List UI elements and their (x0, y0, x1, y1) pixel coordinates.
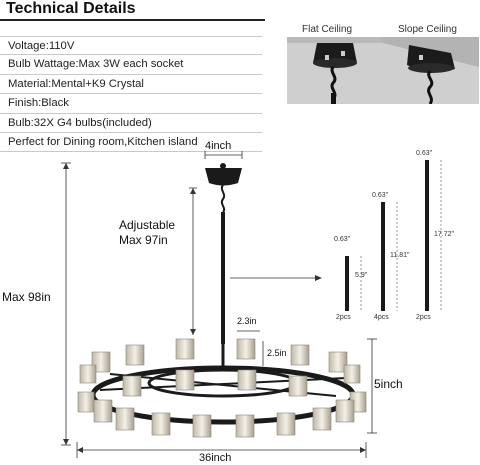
rod-2-qty: 4pcs (374, 314, 389, 321)
spec-bulb: Bulb:32X G4 bulbs(included) (0, 114, 262, 133)
adjustable-label: Adjustable (119, 218, 176, 232)
spec-bulb-wattage: Bulb Wattage:Max 3W each socket (0, 55, 262, 75)
diameter-label: 36inch (199, 452, 232, 464)
spec-usage: Perfect for Dining room,Kitchen island (0, 133, 262, 153)
rod-3-diameter: 0.63" (416, 150, 433, 157)
rod-1-diameter: 0.63" (334, 236, 351, 243)
spec-table: Voltage:110V Bulb Wattage:Max 3W each so… (0, 36, 262, 153)
flat-ceiling-label: Flat Ceiling (302, 24, 353, 35)
rod-2-length: 11.81" (390, 252, 410, 259)
rod-1-qty: 2pcs (336, 314, 351, 321)
rod-2-diameter: 0.63" (372, 192, 389, 199)
slope-ceiling-label: Slope Ceiling (398, 24, 457, 35)
rod-3-length: 17.72" (434, 231, 455, 238)
spec-voltage: Voltage:110V (0, 36, 262, 56)
title-underline (0, 19, 265, 21)
rod-3-qty: 2pcs (416, 314, 431, 321)
page-title: Technical Details (6, 0, 136, 17)
spec-material: Material:Mental+K9 Crystal (0, 75, 262, 95)
crystal-height-label: 2.5in (267, 348, 287, 358)
flat-ceiling-image (287, 37, 383, 104)
crystal-width-label: 2.3in (237, 316, 257, 326)
slope-ceiling-image (383, 37, 479, 104)
rod-1-length: 5.9" (355, 272, 368, 279)
canopy-width-label: 4inch (205, 140, 232, 152)
max-height-label: Max 98in (2, 290, 51, 304)
spec-finish: Finish:Black (0, 94, 262, 114)
body-height-label: 5inch (374, 377, 403, 391)
adjustable-max-label: Max 97in (119, 233, 168, 247)
